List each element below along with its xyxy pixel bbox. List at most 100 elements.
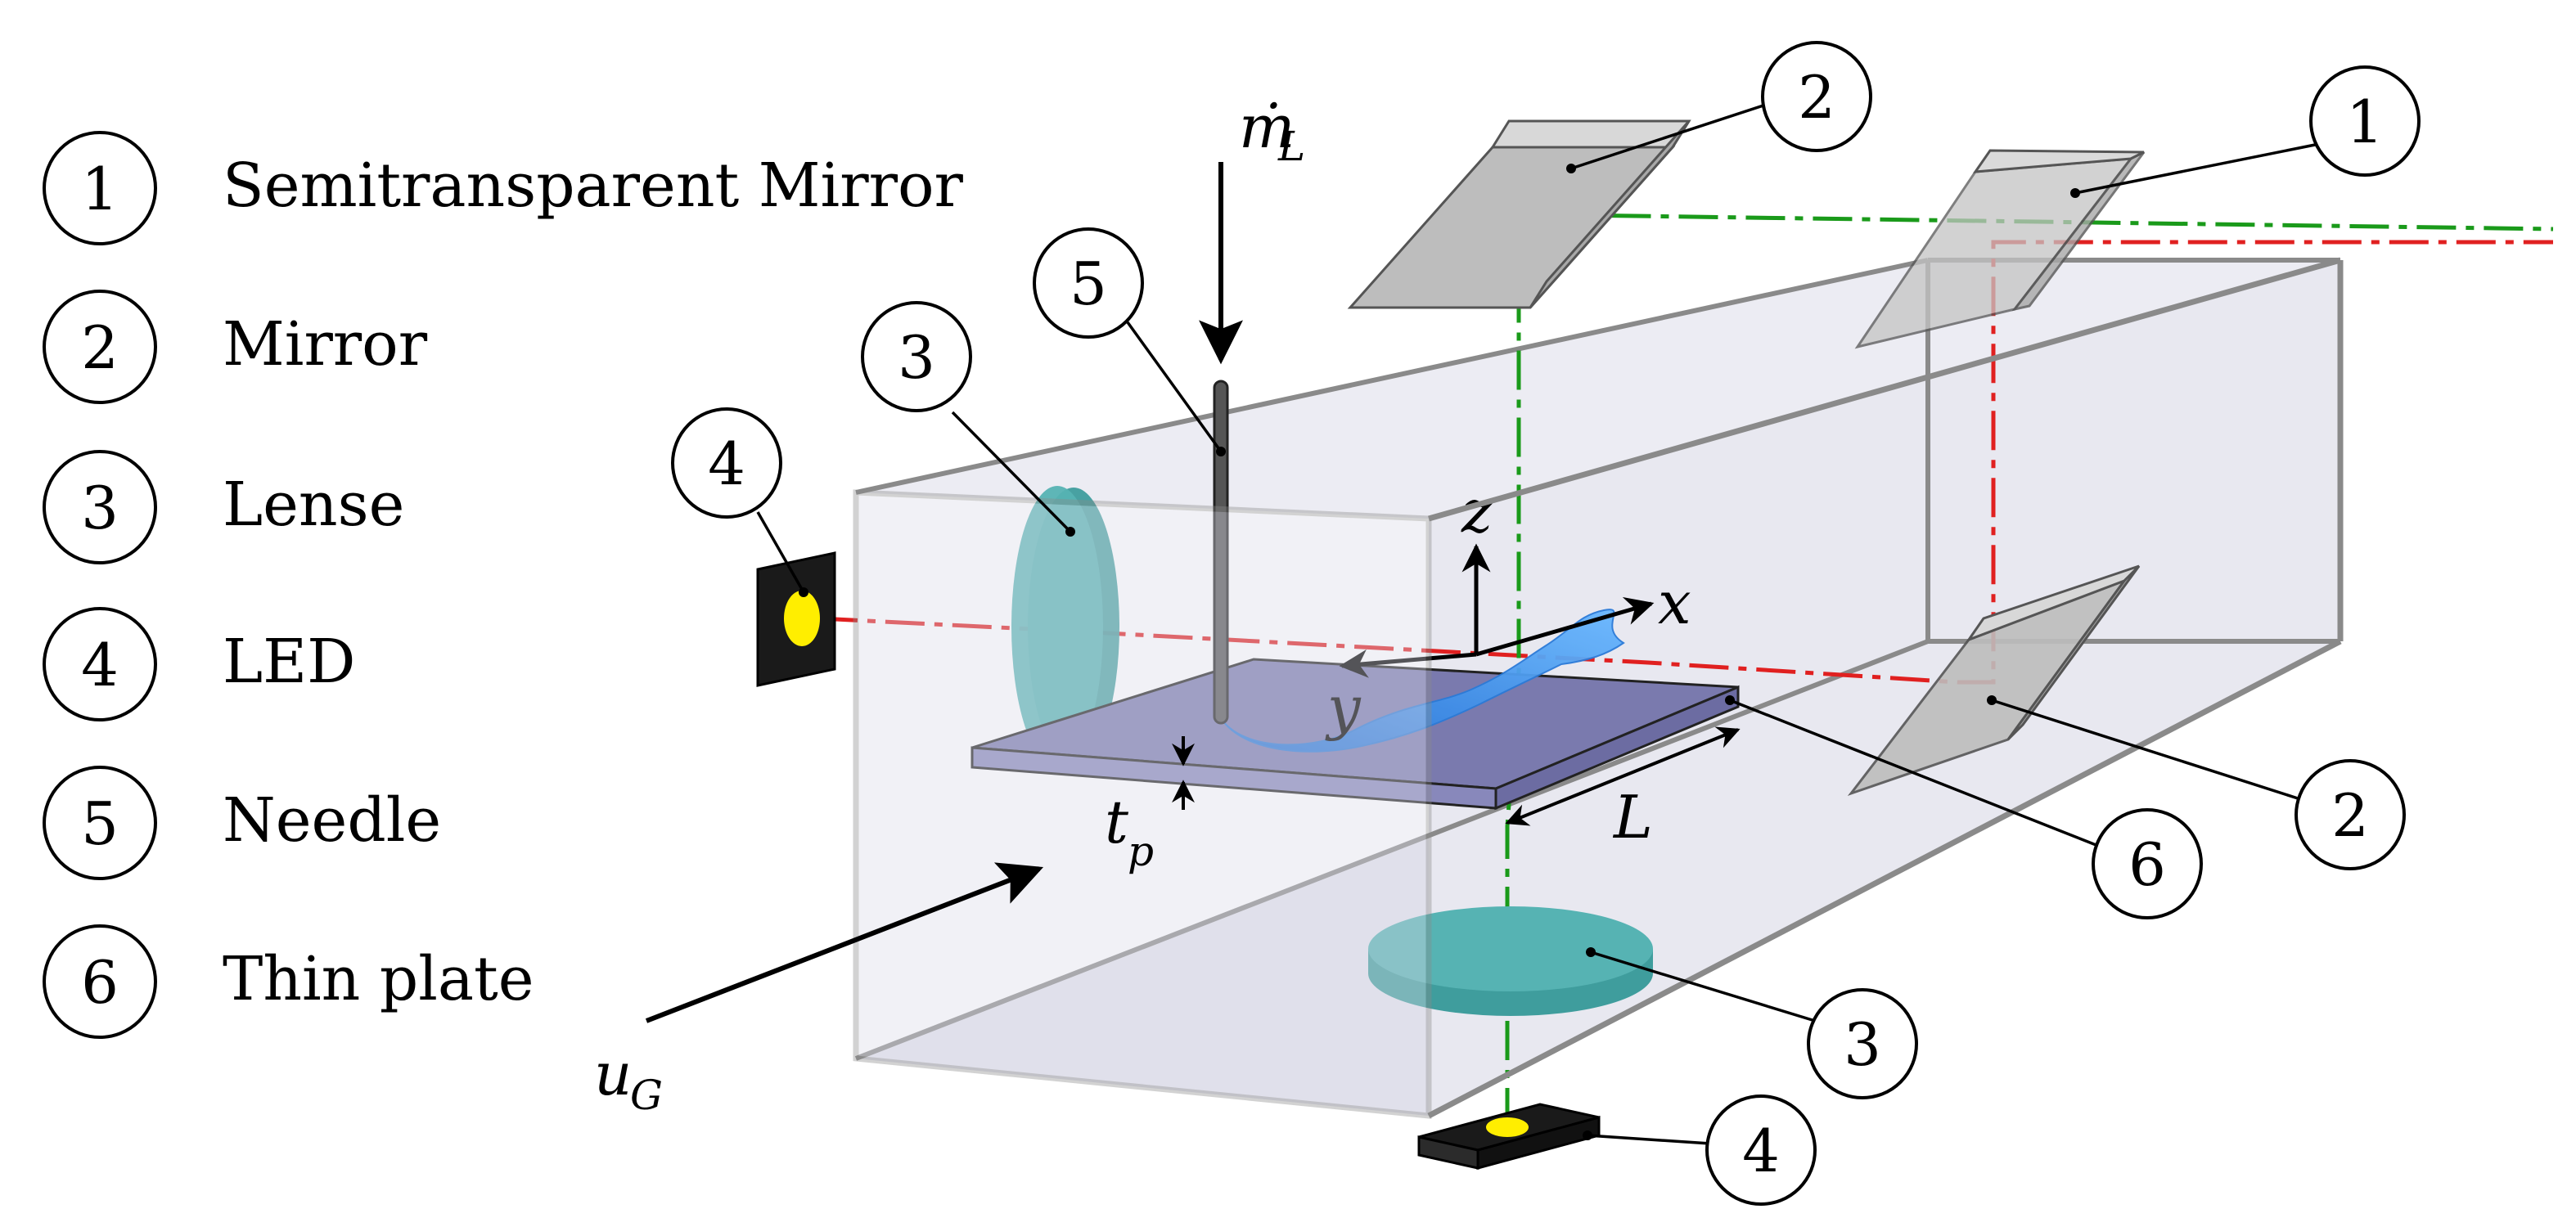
channel-front-face — [853, 489, 1432, 1119]
legend-item: 4 LED — [43, 607, 356, 721]
mirror-bottom-side — [2006, 564, 2141, 741]
plate-thickness-dimension: t p — [1105, 736, 1195, 875]
mirror-top-side — [1529, 120, 1691, 308]
led-bottom — [1417, 1103, 1601, 1170]
y-axis-label: y — [1325, 673, 1362, 742]
lens-left — [1011, 486, 1119, 767]
callout-number: 3 — [1844, 1010, 1881, 1079]
callout-circle — [1761, 41, 1872, 152]
plate-length-dimension: L — [1505, 726, 1741, 852]
thickness-subscript: p — [1128, 828, 1154, 875]
leader-dot — [799, 587, 808, 597]
leader-dot — [1065, 527, 1075, 537]
mirror-top — [1347, 119, 1691, 309]
callout-mirror-top: 2 — [1761, 41, 1872, 152]
leader-dot — [1583, 1130, 1592, 1140]
callout-number: 1 — [2346, 88, 2384, 156]
callout-circle — [1033, 227, 1144, 339]
legend-number-circle — [43, 290, 157, 404]
callout-led-left: 4 — [671, 407, 782, 519]
legend-label: LED — [223, 627, 356, 697]
led-left-light — [784, 591, 820, 646]
leader-dot — [1987, 695, 1997, 705]
leader-line — [756, 511, 805, 593]
callout-circle — [1807, 988, 1918, 1099]
legend-label: Needle — [223, 785, 441, 856]
callout-number: 4 — [708, 429, 745, 498]
legend-number: 6 — [81, 948, 119, 1017]
channel-front — [853, 257, 2344, 1119]
callout-leaders — [756, 101, 2320, 1145]
channel-edge — [1427, 638, 2342, 1119]
legend-label: Lense — [223, 470, 404, 540]
leader-line — [1587, 1134, 1711, 1145]
mass-flow-subscript: L — [1277, 123, 1305, 170]
legend-number-circle — [43, 766, 157, 880]
leader-line — [951, 411, 1072, 533]
mirror-top-edge — [1490, 119, 1691, 149]
callout-lens-bottom: 3 — [1807, 988, 1918, 1099]
gas-velocity-subscript: G — [630, 1072, 663, 1119]
coordinate-axes: z x y — [1325, 477, 1691, 742]
legend-number: 4 — [81, 631, 119, 699]
legend-number: 5 — [81, 789, 119, 858]
needle-shaft — [1213, 380, 1229, 725]
y-axis-arrow — [1339, 649, 1477, 678]
legend-number-circle — [43, 450, 157, 564]
callout-number: 2 — [1798, 63, 1835, 132]
callout-circle — [2295, 759, 2406, 870]
legend-label: Mirror — [223, 309, 428, 380]
callout-number: 2 — [2331, 781, 2369, 850]
legend-item: 5 Needle — [43, 766, 441, 880]
callout-circle — [671, 407, 782, 519]
callouts: 2 1 5 3 4 2 6 3 — [671, 41, 2421, 1206]
leader-dot — [2070, 188, 2080, 198]
callout-number: 3 — [898, 323, 935, 392]
legend: 1 Semitransparent Mirror 2 Mirror 3 Lens… — [43, 131, 964, 1039]
semi-mirror-side — [2011, 151, 2146, 312]
legend-item: 3 Lense — [43, 450, 404, 564]
led-bottom-light — [1486, 1117, 1529, 1137]
led-left — [756, 551, 836, 687]
lens-bottom — [1368, 906, 1653, 1016]
z-axis-label: z — [1461, 477, 1493, 546]
leader-dot — [1586, 947, 1596, 957]
callout-number: 6 — [2128, 830, 2166, 899]
lens-bottom-face — [1368, 906, 1653, 991]
legend-number-circle — [43, 131, 157, 245]
gas-velocity-symbol: u — [594, 1040, 632, 1108]
gas-velocity-arrow — [645, 862, 1044, 1023]
callout-led-bottom: 4 — [1705, 1094, 1817, 1206]
mirror-top-face — [1347, 146, 1676, 309]
length-symbol: L — [1612, 783, 1653, 852]
mass-flow-indicator: ṁ L — [1199, 92, 1305, 365]
callout-plate: 6 — [2092, 808, 2203, 919]
channel-side-face — [1429, 260, 2340, 1116]
leader-dot — [1216, 447, 1226, 456]
channel-edge — [854, 639, 1930, 1061]
gas-velocity-indicator: u G — [594, 862, 1044, 1119]
mass-flow-symbol: ṁ — [1239, 92, 1295, 161]
callout-circle — [2309, 65, 2421, 177]
lens-left-face — [1011, 486, 1103, 767]
callout-semi-mirror: 1 — [2309, 65, 2421, 177]
x-axis-arrow — [1475, 596, 1655, 657]
leader-line — [1991, 699, 2299, 800]
channel-edge — [855, 258, 1929, 495]
callout-circle — [1705, 1094, 1817, 1206]
legend-item: 6 Thin plate — [43, 924, 534, 1039]
legend-item: 2 Mirror — [43, 290, 428, 404]
legend-item: 1 Semitransparent Mirror — [43, 131, 964, 245]
leader-line — [1590, 951, 1816, 1022]
legend-number-circle — [43, 924, 157, 1039]
callout-circle — [2092, 808, 2203, 919]
callout-needle: 5 — [1033, 227, 1144, 339]
legend-label: Semitransparent Mirror — [223, 151, 964, 221]
callout-number: 4 — [1742, 1117, 1780, 1185]
mirror-bottom — [1847, 564, 2141, 797]
callout-number: 5 — [1070, 249, 1107, 318]
callout-lens-left: 3 — [861, 301, 972, 412]
length-arrow — [1505, 726, 1741, 826]
leader-line — [1570, 101, 1772, 170]
